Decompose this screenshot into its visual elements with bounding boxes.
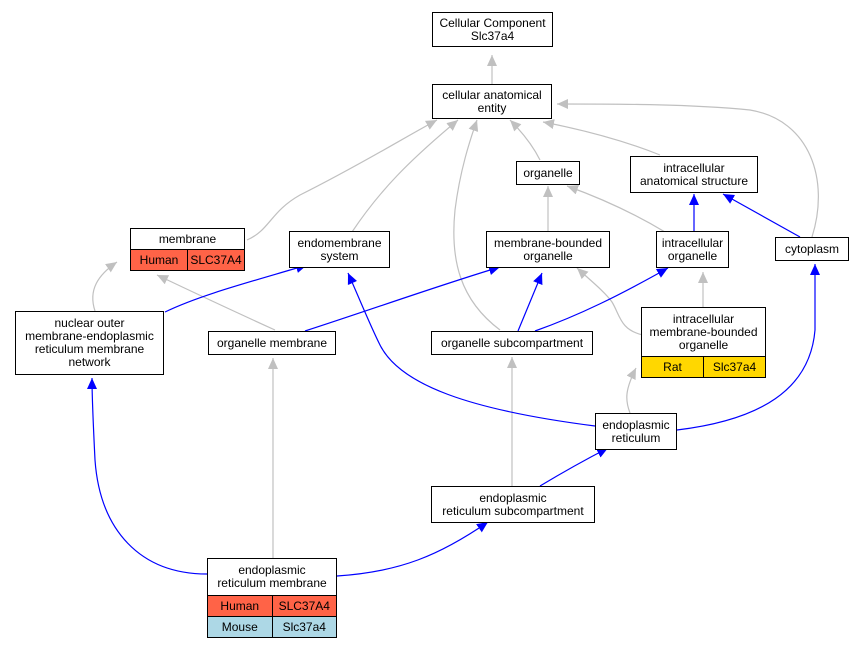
node-label: reticulum subcompartment bbox=[442, 503, 584, 518]
edge-endomembrane-to-cae bbox=[351, 119, 459, 233]
species-label: Rat bbox=[663, 359, 682, 374]
part-of-edges bbox=[87, 193, 820, 577]
edge-ias-to-cae bbox=[542, 119, 661, 156]
node-label: anatomical structure bbox=[639, 173, 749, 188]
node-label: organelle bbox=[523, 165, 573, 180]
node-label: membrane-endoplasmic bbox=[25, 329, 154, 343]
node-label: membrane-bounded bbox=[493, 235, 603, 250]
edge-om-to-mbo bbox=[304, 265, 501, 332]
node-organelle-subcompartment[interactable]: organelle subcompartment bbox=[431, 331, 593, 355]
edge-ersc-to-er bbox=[539, 447, 609, 487]
node-label: entity bbox=[477, 100, 507, 115]
edge-osc-to-mbo bbox=[517, 272, 543, 332]
node-organelle-membrane[interactable]: organelle membrane bbox=[208, 331, 336, 355]
node-label: network bbox=[68, 355, 111, 369]
node-label: organelle bbox=[678, 337, 729, 352]
edge-cytoplasm-to-ias bbox=[722, 193, 801, 238]
edge-erm-to-ersc bbox=[336, 521, 489, 577]
node-label: endoplasmic bbox=[238, 563, 306, 577]
node-label: reticulum membrane bbox=[34, 342, 145, 356]
edge-erm-to-nomer bbox=[87, 377, 208, 575]
node-label: endoplasmic bbox=[479, 490, 547, 505]
species-label: Human bbox=[139, 252, 179, 267]
node-label: reticulum membrane bbox=[217, 576, 327, 590]
node-label: endomembrane bbox=[297, 235, 382, 250]
node-organelle[interactable]: organelle bbox=[516, 161, 580, 185]
edge-io-to-organelle bbox=[566, 185, 666, 233]
node-intracellular-membrane-bounded-organelle[interactable]: intracellular membrane-bounded organelle… bbox=[641, 307, 766, 378]
species-label: Human bbox=[220, 598, 260, 613]
node-label: Slc37a4 bbox=[470, 28, 515, 43]
edge-er-to-endomembrane bbox=[347, 272, 596, 427]
node-label: membrane bbox=[158, 231, 217, 246]
gene-label: Slc37a4 bbox=[703, 357, 765, 377]
node-label: Cellular Component bbox=[439, 15, 546, 30]
node-nuclear-outer-membrane-er-network[interactable]: nuclear outer membrane-endoplasmic retic… bbox=[15, 311, 164, 375]
node-label: cellular anatomical bbox=[442, 87, 542, 102]
node-label: membrane-bounded bbox=[649, 324, 758, 339]
node-label: endoplasmic bbox=[602, 417, 670, 432]
node-label: nuclear outer bbox=[54, 316, 125, 330]
node-label: cytoplasm bbox=[784, 241, 840, 256]
edge-cytoplasm-to-cae bbox=[556, 99, 819, 238]
node-label: reticulum bbox=[611, 430, 661, 445]
edge-er-to-cytoplasm bbox=[676, 264, 820, 431]
gene-label: Slc37a4 bbox=[271, 617, 337, 637]
node-label: organelle bbox=[667, 248, 718, 263]
node-label: intracellular bbox=[663, 160, 725, 175]
is-a-edges bbox=[92, 55, 819, 558]
edge-imbo-to-mbo bbox=[576, 267, 644, 336]
edge-organelle-to-cae bbox=[509, 119, 541, 161]
edge-om-to-membrane bbox=[156, 274, 276, 331]
node-label: intracellular bbox=[672, 311, 735, 326]
edge-osc-to-cae bbox=[453, 119, 501, 331]
node-cytoplasm[interactable]: cytoplasm bbox=[775, 237, 849, 261]
node-label: intracellular bbox=[661, 235, 724, 250]
node-membrane[interactable]: membrane Human SLC37A4 bbox=[130, 228, 245, 271]
edge-membrane-to-cae bbox=[246, 119, 438, 241]
edge-nomer-to-endomembrane bbox=[164, 263, 308, 313]
node-label: organelle subcompartment bbox=[440, 335, 584, 350]
node-label: organelle membrane bbox=[216, 335, 328, 350]
gene-label: SLC37A4 bbox=[271, 596, 337, 616]
node-label: system bbox=[320, 248, 359, 263]
edge-osc-to-io bbox=[534, 267, 669, 332]
node-label: organelle bbox=[523, 248, 573, 263]
edge-er-to-imbo bbox=[626, 367, 637, 414]
edge-nomer-to-membrane bbox=[92, 261, 118, 312]
gene-label: SLC37A4 bbox=[187, 250, 244, 270]
species-label: Mouse bbox=[221, 619, 258, 634]
